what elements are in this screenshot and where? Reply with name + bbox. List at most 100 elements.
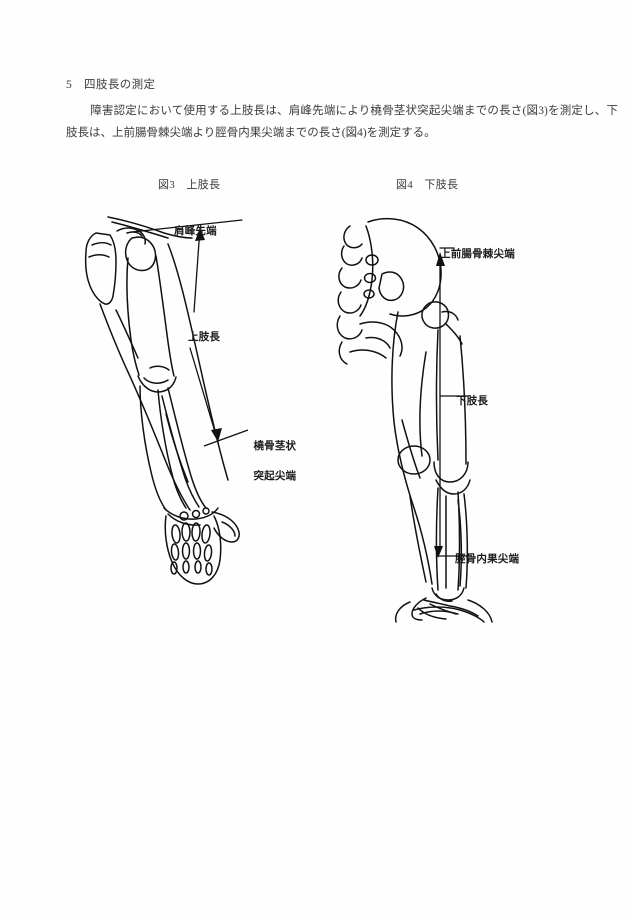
thumb-phalanx-path [221,521,236,537]
metacarpal-3 [191,522,201,542]
ulna-medial-path [139,385,167,511]
femoral-neck-path [441,310,459,321]
scapula-spine-path [91,242,112,246]
scapula-body-path [84,232,117,305]
distal-phalanx-1 [170,561,178,575]
section-heading: 5 四肢長の測定 [66,79,156,91]
humerus-lateral-path [155,255,175,377]
arm-contour-lateral-path [167,243,229,481]
phalanx-4 [203,544,213,562]
ilium-outer-path [367,217,442,317]
pubis-path [359,321,403,357]
label-upper-limb-length: 上肢長 [188,331,221,343]
clavicle-lower-path [111,221,169,239]
clavicle-path [107,216,193,239]
ilium-inner-path [359,225,374,317]
femoral-head-path [421,301,450,329]
shoe-heel-path [394,601,411,623]
tibia-medial-path [435,487,439,591]
interosseous-upper-path [165,413,189,483]
ischium-path [365,336,391,349]
label-anterior-superior-iliac-spine: 上前腸骨棘尖端 [440,248,515,260]
measurement-arrowhead-top [195,228,205,241]
shoe-lace-path [419,610,457,615]
thumb-path [211,511,240,543]
carpal-lower-path [167,513,201,526]
metacarpal-1 [171,524,181,544]
fibula-lateral-path [463,493,469,589]
femoral-condyle-path [433,461,469,483]
carpal-bone-2 [191,509,201,519]
vertebra-2-path [340,245,363,266]
sacrum-path [336,315,363,340]
phalanx-1 [170,543,180,561]
radius-medial-path [161,395,200,508]
figure-4-caption: 図4 下肢長 [396,179,459,191]
hand-outline-path [164,515,222,585]
obturator-foramen-path [378,271,405,302]
metacarpal-4 [201,524,211,544]
calcaneus-path [411,597,427,621]
ulna-lateral-path [157,389,187,509]
label-radial-styloid-line-1: 橈骨茎状 [253,440,297,452]
metacarpal-2 [181,522,191,542]
shoe-upper-path [413,606,485,623]
medial-malleolus-path [435,593,453,602]
paragraph-text: 障害認定において使用する上肢長は、肩峰先端により橈骨茎状突起尖端までの長さ(図3… [66,105,618,139]
coccyx-path [338,341,348,365]
humerus-trochlea-path [143,377,169,384]
phalanx-2 [181,542,191,560]
label-lower-limb-length: 下肢長 [456,395,489,407]
acromion-leader-line [131,219,243,233]
measurement-arrowhead-malleolus [434,546,443,558]
label-medial-malleolus: 脛骨内果尖端 [455,553,520,565]
figure-3-upper-limb-diagram [72,200,340,585]
figure-4-lower-limb-diagram [328,212,596,623]
humerus-medial-path [126,257,140,376]
phalanx-3 [192,542,202,560]
upper-limb-line-art [84,216,249,585]
scapula-ridge-path [88,254,110,258]
measurement-line-segment-lower [189,347,219,443]
knee-contour-path [401,419,421,479]
femur-medial-path [435,329,439,461]
label-acromion-tip: 肩峰先端 [174,225,217,237]
femur-lateral-path [459,335,467,465]
calf-contour-path [409,495,427,583]
greater-trochanter-path [445,323,463,345]
body-paragraph: 障害認定において使用する上肢長は、肩峰先端により橈骨茎状突起尖端までの長さ(図3… [66,100,618,144]
measurement-arrowhead-bottom [211,428,222,442]
label-radial-styloid-process: 橈骨茎状 突起尖端 [238,424,296,499]
leg-contour-medial-path [391,311,433,585]
vertebra-1-path [343,225,363,249]
arm-contour-medial-path [99,303,191,511]
carpal-bone-1 [179,511,189,521]
sacral-foramen-1 [365,254,379,266]
sacral-foramen-3 [363,289,375,299]
shoe-toe-path [467,599,493,623]
ischial-ramus-path [349,349,387,359]
distal-phalanx-2 [182,560,190,574]
metatarsal-path [417,607,447,620]
finger-bones-group [170,522,213,576]
humerus-head-path [124,236,157,272]
ankle-path [431,587,465,601]
vertebra-3-path [338,267,362,289]
radius-lateral-path [167,387,207,509]
lower-limb-line-art [336,217,493,623]
sacral-foramen-2 [363,272,377,284]
measurement-arrowhead-asis [436,252,445,266]
radial-styloid-leader-line [203,429,249,447]
label-radial-styloid-line-2: 突起尖端 [253,470,297,482]
thigh-inner-fold-path [419,351,427,457]
distal-phalanx-3 [194,560,202,574]
axilla-fold-path [115,309,139,359]
acromion-inner-path [126,231,143,237]
figure-3-caption: 図3 上肢長 [158,179,221,191]
olecranon-fossa-path [149,365,170,371]
distal-phalanx-4 [205,562,213,576]
patella-path [397,445,431,475]
fibula-medial-path [457,499,463,587]
carpal-bone-3 [202,507,210,515]
